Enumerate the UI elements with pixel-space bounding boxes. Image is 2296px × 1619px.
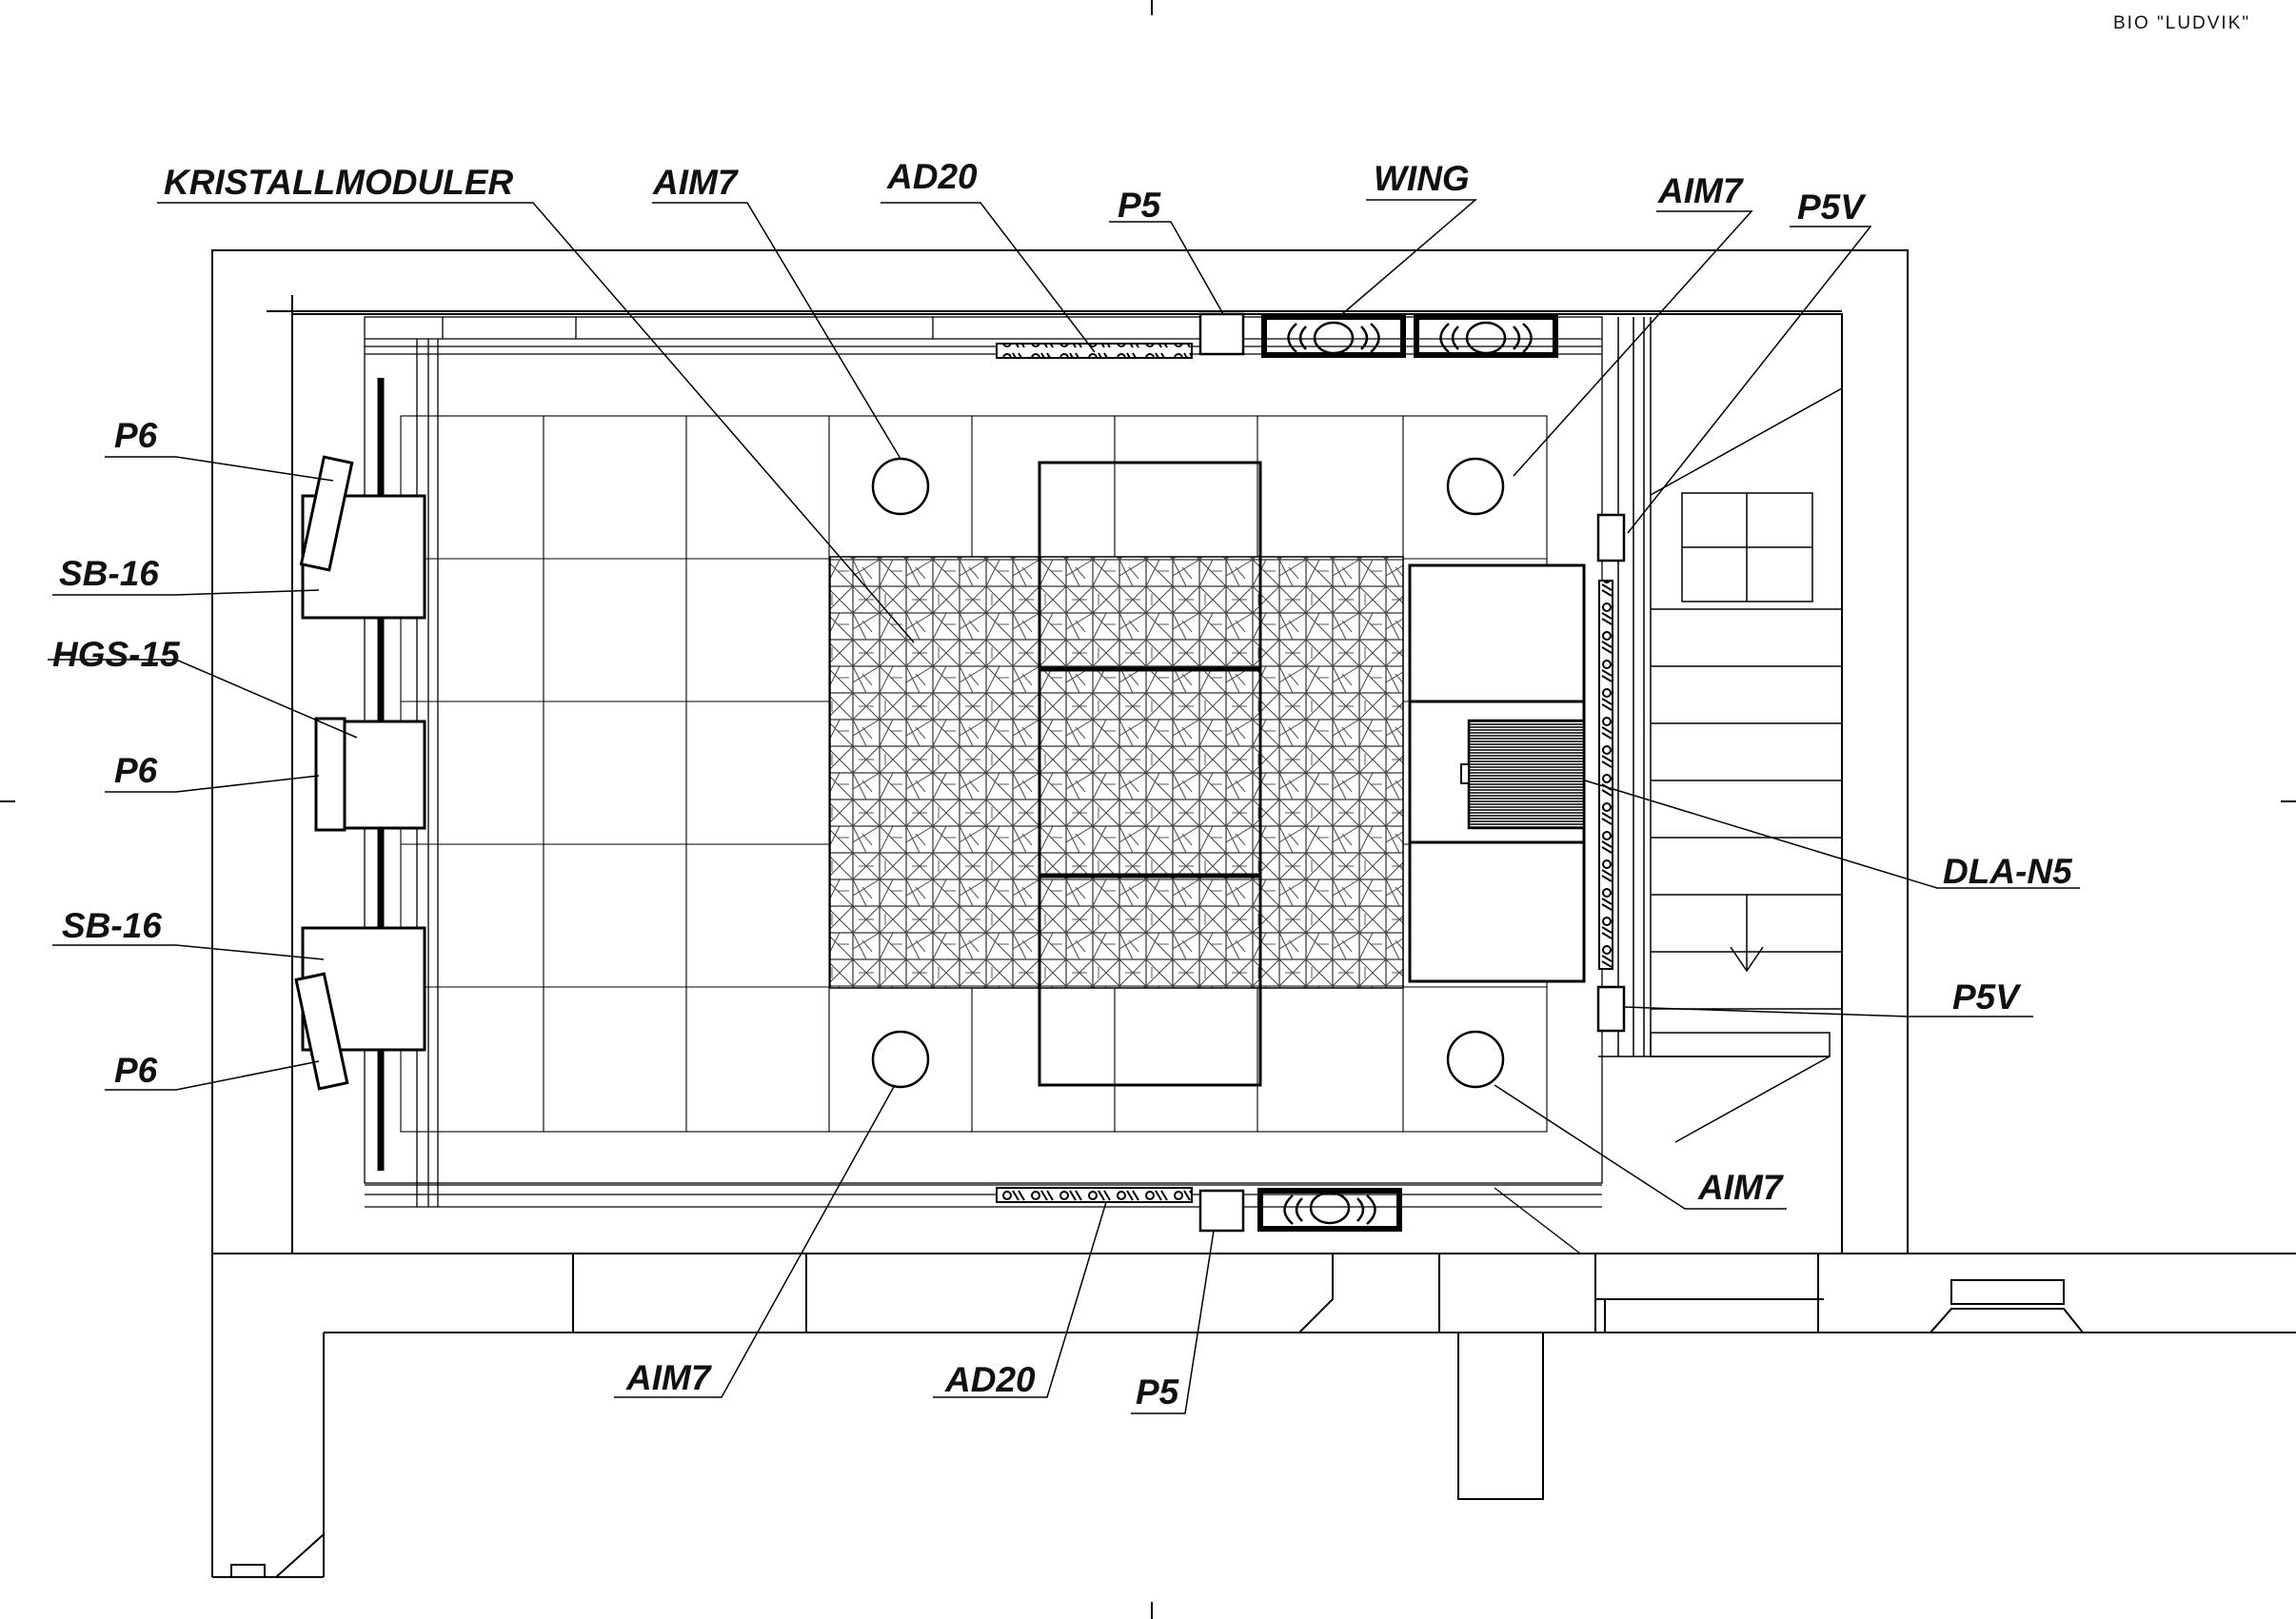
bottom-wall-speakers — [996, 1187, 1402, 1233]
wing-bottom-speaker — [1257, 1188, 1402, 1232]
p5v-bottom-speaker — [1596, 985, 1626, 1033]
label-p5-bottom: P5 — [1136, 1372, 1180, 1412]
crystal-modules-area — [829, 556, 1404, 989]
labels: KRISTALLMODULER AIM7 AD20 P5 WING AIM7 P… — [52, 157, 2073, 1412]
front-right-p6 — [294, 972, 349, 1091]
p5-top-speaker — [1198, 312, 1245, 356]
label-ad20-bottom: AD20 — [944, 1360, 1036, 1399]
ceiling-speakers — [871, 457, 1505, 1089]
projector-dla-n5 — [1460, 719, 1586, 830]
label-aim7-bottom-left: AIM7 — [625, 1358, 713, 1397]
label-p5-top: P5 — [1118, 186, 1162, 225]
right-wall-section — [1598, 317, 1843, 1143]
label-aim7-bottom-right: AIM7 — [1697, 1168, 1785, 1207]
label-sb16-bottom: SB-16 — [62, 906, 162, 945]
drawing-title: BIO "LUDVIK" — [2113, 13, 2250, 33]
front-speakers — [294, 455, 426, 1091]
label-ad20-top: AD20 — [886, 157, 978, 196]
front-left-p6 — [299, 455, 354, 572]
label-p5v-top: P5V — [1797, 188, 1867, 227]
label-dla-n5: DLA-N5 — [1943, 852, 2073, 891]
wing-speakers — [1261, 314, 1558, 358]
p5-bottom-speaker — [1198, 1189, 1245, 1233]
aim7-bottom-right-speaker — [1446, 1030, 1505, 1089]
aim7-top-left-speaker — [871, 457, 930, 516]
aim7-bottom-left-speaker — [871, 1030, 930, 1089]
label-wing: WING — [1374, 159, 1470, 198]
label-aim7-top-right: AIM7 — [1657, 171, 1745, 210]
building-walls — [211, 249, 2296, 1578]
top-wall-speakers — [996, 312, 1558, 359]
seating-sofas — [1038, 461, 1262, 1087]
label-aim7-top-left: AIM7 — [652, 163, 740, 202]
ad20-bottom-diffuser — [996, 1187, 1193, 1203]
label-p6-bottom: P6 — [114, 1051, 158, 1090]
label-p6-top: P6 — [114, 416, 158, 455]
label-p6-mid: P6 — [114, 751, 158, 790]
rear-diffuser-vertical — [1598, 580, 1613, 970]
p5v-top-speaker — [1596, 513, 1626, 563]
leader-lines — [48, 199, 2080, 1414]
label-sb16-top: SB-16 — [59, 554, 159, 593]
aim7-top-right-speaker — [1446, 457, 1505, 516]
label-hgs15: HGS-15 — [52, 635, 181, 674]
label-p5v-bottom: P5V — [1952, 977, 2022, 1017]
front-center-p6 — [314, 717, 346, 832]
label-kristallmoduler: KRISTALLMODULER — [164, 163, 513, 202]
